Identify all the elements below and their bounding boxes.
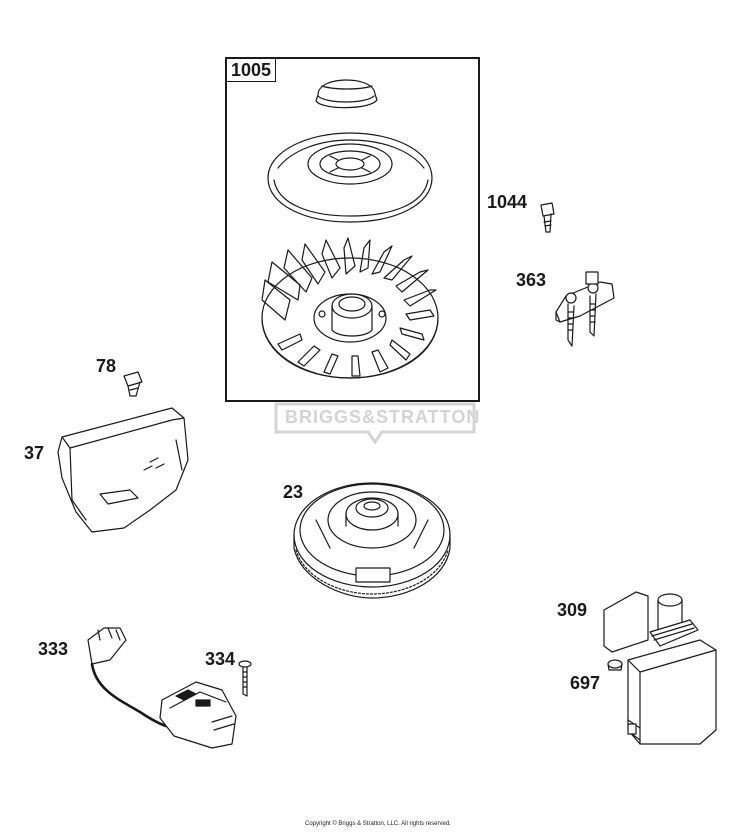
part-label-333[interactable]: 333 — [38, 639, 69, 659]
part-label-78[interactable]: 78 — [96, 356, 117, 376]
part-label-37[interactable]: 37 — [24, 443, 45, 463]
part-label-363[interactable]: 363 — [516, 270, 547, 290]
bolt-1044-drawing — [541, 203, 554, 232]
copyright-notice: Copyright © Briggs & Stratton, LLC. All … — [305, 821, 451, 827]
cover-part-drawing — [268, 133, 432, 222]
part-label-697[interactable]: 697 — [570, 673, 601, 693]
part-label-334[interactable]: 334 — [205, 649, 236, 669]
part-label-309[interactable]: 309 — [557, 600, 588, 620]
brand-watermark-text: BRIGGS&STRATTON — [285, 407, 481, 427]
cap-part-drawing — [316, 80, 377, 108]
fan-part-drawing — [262, 238, 438, 378]
screw-334-drawing — [239, 661, 251, 696]
brand-watermark-badge — [270, 398, 480, 448]
starter-309-drawing — [604, 592, 716, 744]
part-label-23[interactable]: 23 — [283, 482, 304, 502]
ignition-coil-333-drawing — [88, 628, 236, 748]
kit-label-1005[interactable]: 1005 — [226, 58, 277, 82]
part-label-1044[interactable]: 1044 — [487, 192, 528, 212]
flywheel-23-drawing — [294, 483, 450, 598]
kit-box-1005 — [225, 57, 480, 402]
bolt-78-drawing — [124, 372, 142, 396]
bracket-363-drawing — [556, 272, 614, 346]
shield-37-drawing — [58, 408, 188, 532]
screw-697-drawing — [608, 660, 622, 670]
